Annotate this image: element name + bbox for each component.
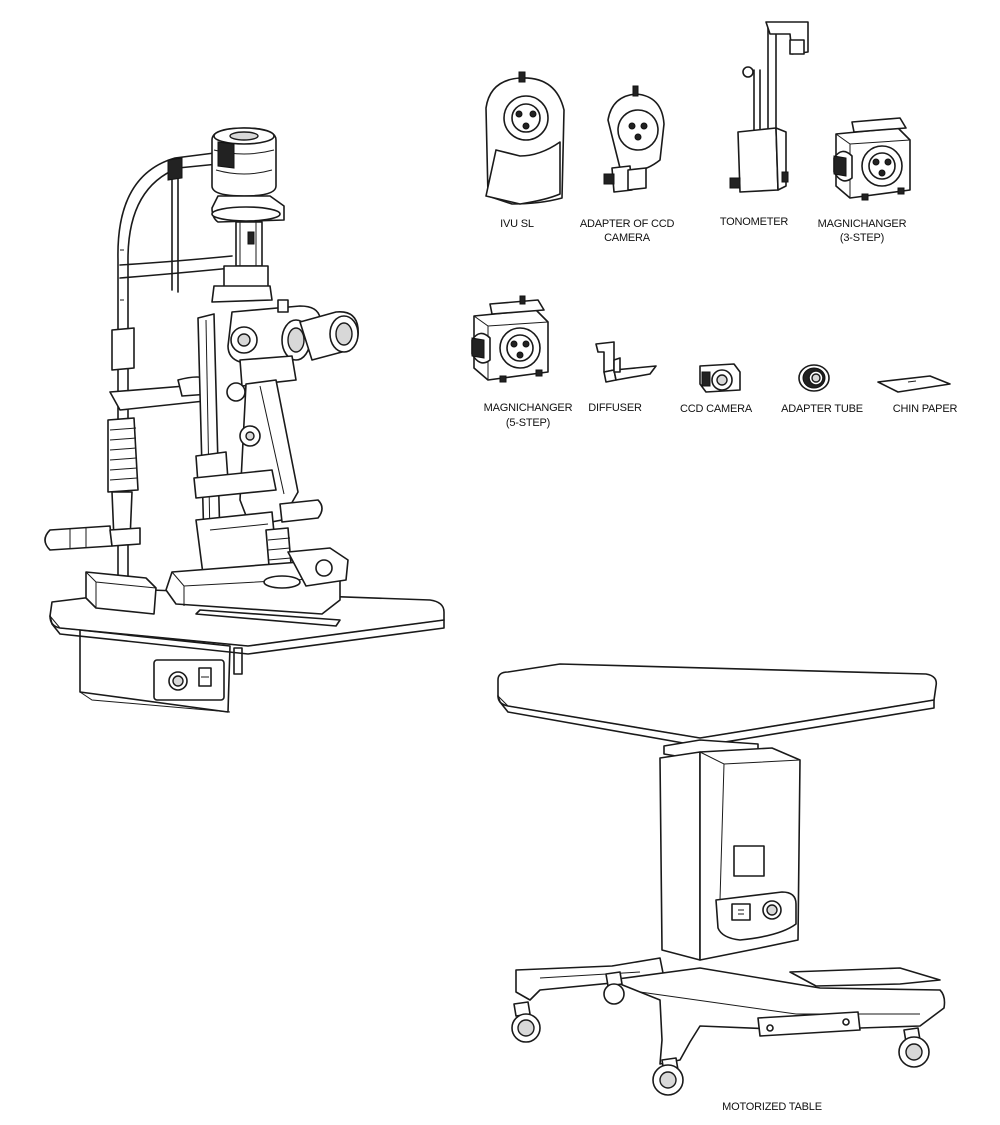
label-chin-paper: CHIN PAPER — [893, 403, 958, 415]
ivu-sl-illustration — [485, 71, 565, 205]
magnichanger-3-illustration — [833, 117, 911, 201]
ccd-camera-illustration — [699, 363, 741, 393]
adapter-ccd-illustration — [603, 85, 665, 193]
adapter-tube-illustration — [798, 364, 830, 392]
magnichanger-5-illustration — [471, 295, 549, 383]
diffuser-illustration — [595, 341, 657, 383]
label-ivu-sl: IVU SL — [500, 218, 534, 230]
label-ccd-camera: CCD CAMERA — [680, 403, 753, 415]
caster — [511, 1001, 541, 1043]
chin-paper-illustration — [877, 375, 951, 393]
label-magnichanger-3: MAGNICHANGER(3-STEP) — [818, 218, 907, 244]
label-motorized-table: MOTORIZED TABLE — [722, 1101, 822, 1113]
slit-lamp-illustration — [44, 127, 445, 713]
tonometer-illustration — [729, 21, 809, 193]
caster — [652, 1057, 684, 1096]
label-tonometer: TONOMETER — [720, 216, 789, 228]
label-magnichanger-5: MAGNICHANGER(5-STEP) — [484, 402, 573, 429]
motorized-table-illustration: MOTORIZED TABLE — [497, 663, 946, 1113]
caster — [898, 1027, 930, 1068]
label-diffuser: DIFFUSER — [588, 402, 642, 414]
slit-lamp-body — [165, 127, 359, 615]
power-supply-box — [79, 629, 243, 713]
caster — [603, 971, 625, 1005]
label-adapter-tube: ADAPTER TUBE — [781, 403, 863, 415]
